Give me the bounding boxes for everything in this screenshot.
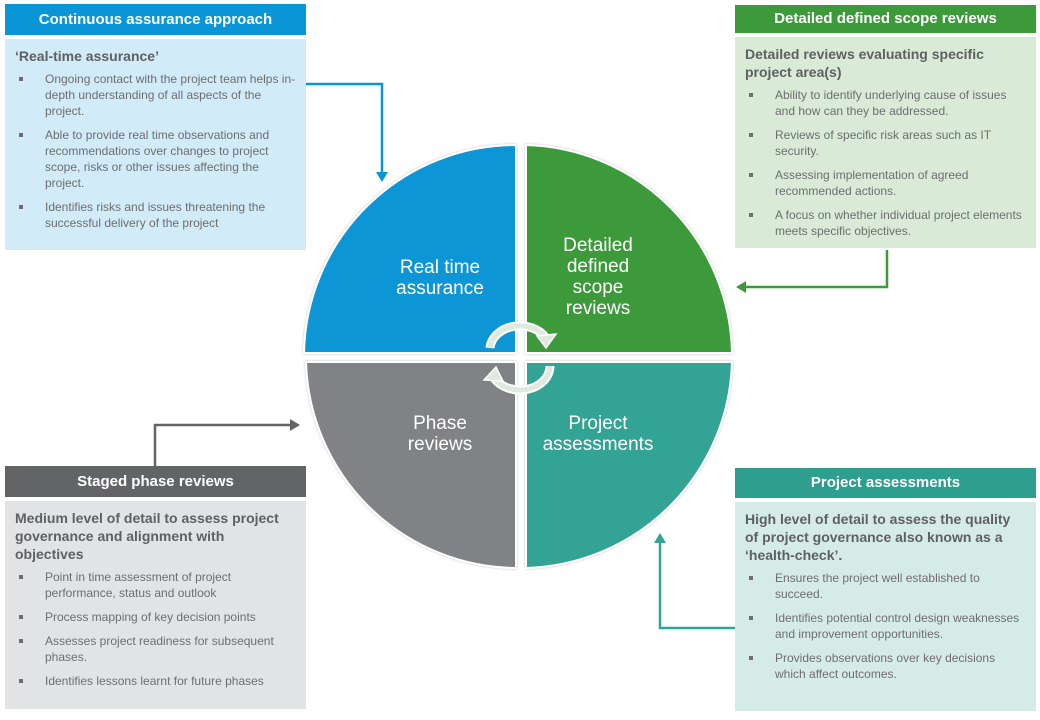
- bullet-text: Able to provide real time observations a…: [45, 128, 270, 190]
- bullet-icon: [19, 575, 23, 579]
- bullet-item: Provides observations over key decisions…: [745, 650, 1026, 682]
- panel-title: Continuous assurance approach: [5, 4, 306, 35]
- bullet-icon: [749, 576, 753, 580]
- bullet-text: Identifies lessons learnt for future pha…: [45, 674, 264, 688]
- bullet-text: Point in time assessment of project perf…: [45, 570, 232, 600]
- label-line: Phase: [413, 413, 467, 434]
- bullet-icon: [19, 205, 23, 209]
- bullet-icon: [749, 656, 753, 660]
- bullet-list: Ongoing contact with the project team he…: [15, 71, 296, 231]
- bullet-text: A focus on whether individual project el…: [775, 208, 1022, 238]
- quadrant-label-real-time-assurance: Real time assurance: [380, 257, 500, 299]
- bullet-item: Identifies risks and issues threatening …: [15, 199, 296, 231]
- label-line: assessments: [542, 434, 654, 455]
- bullet-item: Able to provide real time observations a…: [15, 127, 296, 191]
- bullet-item: Ensures the project well established to …: [745, 570, 1026, 602]
- bullet-icon: [749, 93, 753, 97]
- quadrant-project-assessments[interactable]: [525, 361, 734, 570]
- panel-continuous-assurance: Continuous assurance approach ‘Real-time…: [5, 4, 306, 250]
- connector-teal-arrow: [654, 533, 736, 630]
- label-line: Project: [568, 413, 628, 434]
- bullet-item: Assesses project readiness for subsequen…: [15, 633, 296, 665]
- quadrant-real-time-assurance[interactable]: [302, 143, 517, 354]
- bullet-icon: [749, 213, 753, 217]
- panel-body: ‘Real-time assurance’ Ongoing contact wi…: [5, 39, 306, 250]
- bullet-item: Identifies potential control design weak…: [745, 610, 1026, 642]
- bullet-icon: [749, 173, 753, 177]
- quadrant-label-phase-reviews: Phase reviews: [380, 413, 500, 455]
- bullet-text: Assesses project readiness for subsequen…: [45, 634, 274, 664]
- panel-title: Project assessments: [735, 468, 1036, 498]
- bullet-item: Point in time assessment of project perf…: [15, 569, 296, 601]
- connector-gray-arrow: [153, 419, 300, 466]
- label-line: Real time: [399, 257, 481, 278]
- panel-subtitle: Medium level of detail to assess project…: [15, 510, 279, 562]
- bullet-item: Assessing implementation of agreed recom…: [745, 167, 1026, 199]
- panel-subtitle: Detailed reviews evaluating specific pro…: [745, 46, 984, 80]
- bullet-text: Ongoing contact with the project team he…: [45, 72, 296, 118]
- connector-blue-arrow: [306, 82, 388, 182]
- bullet-icon: [19, 679, 23, 683]
- bullet-text: Ability to identify underlying cause of …: [775, 88, 1007, 118]
- connector-green-arrow: [736, 250, 889, 293]
- bullet-list: Ensures the project well established to …: [745, 570, 1026, 682]
- bullet-icon: [19, 639, 23, 643]
- bullet-item: Reviews of specific risk areas such as I…: [745, 127, 1026, 159]
- panel-staged-phase-reviews: Staged phase reviews Medium level of det…: [5, 466, 306, 709]
- panel-body: High level of detail to assess the quali…: [735, 502, 1036, 711]
- bullet-item: A focus on whether individual project el…: [745, 207, 1026, 239]
- label-line: reviews: [565, 298, 631, 319]
- bullet-icon: [19, 615, 23, 619]
- bullet-icon: [19, 133, 23, 137]
- label-line: assurance: [396, 278, 484, 299]
- bullet-icon: [749, 616, 753, 620]
- bullet-text: Process mapping of key decision points: [45, 610, 256, 624]
- bullet-icon: [19, 77, 23, 81]
- bullet-list: Ability to identify underlying cause of …: [745, 87, 1026, 239]
- bullet-item: Ability to identify underlying cause of …: [745, 87, 1026, 119]
- label-line: reviews: [407, 434, 473, 455]
- panel-body: Detailed reviews evaluating specific pro…: [735, 37, 1036, 248]
- bullet-text: Ensures the project well established to …: [775, 571, 980, 601]
- bullet-text: Identifies risks and issues threatening …: [45, 200, 266, 230]
- bullet-list: Point in time assessment of project perf…: [15, 569, 296, 689]
- quadrant-phase-reviews[interactable]: [304, 361, 517, 570]
- panel-subtitle: High level of detail to assess the quali…: [745, 511, 1011, 563]
- quadrant-label-detailed-defined-scope-reviews: Detailed defined scope reviews: [538, 235, 658, 319]
- label-line: defined: [566, 256, 630, 277]
- panel-title: Staged phase reviews: [5, 466, 306, 497]
- panel-project-assessments: Project assessments High level of detail…: [735, 468, 1036, 711]
- panel-subtitle: ‘Real-time assurance’: [15, 48, 159, 64]
- label-line: Detailed: [563, 235, 633, 256]
- bullet-icon: [749, 133, 753, 137]
- quadrant-label-project-assessments: Project assessments: [528, 413, 668, 455]
- bullet-text: Reviews of specific risk areas such as I…: [775, 128, 991, 158]
- bullet-text: Assessing implementation of agreed recom…: [775, 168, 969, 198]
- panel-detailed-scope-reviews: Detailed defined scope reviews Detailed …: [735, 5, 1036, 248]
- cycle-arrows-icon: [482, 321, 558, 395]
- bullet-text: Identifies potential control design weak…: [775, 611, 1020, 641]
- panel-title: Detailed defined scope reviews: [735, 5, 1036, 33]
- label-line: scope: [572, 277, 624, 298]
- bullet-item: Ongoing contact with the project team he…: [15, 71, 296, 119]
- bullet-item: Process mapping of key decision points: [15, 609, 296, 625]
- panel-body: Medium level of detail to assess project…: [5, 501, 306, 709]
- bullet-item: Identifies lessons learnt for future pha…: [15, 673, 296, 689]
- bullet-text: Provides observations over key decisions…: [775, 651, 996, 681]
- quadrant-detailed-defined-scope-reviews[interactable]: [525, 143, 734, 354]
